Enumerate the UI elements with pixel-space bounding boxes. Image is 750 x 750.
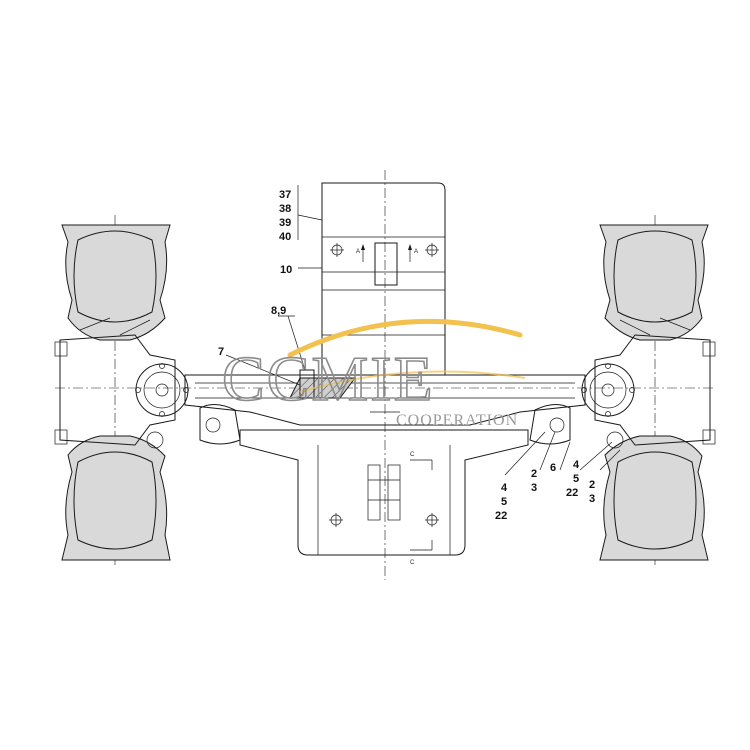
section-mark-c-bottom: C [410, 560, 415, 566]
callout-left-group-3: 3 [531, 482, 537, 494]
watermark: CCMIE COOPERATION [221, 318, 526, 429]
right-upper-tire [599, 224, 709, 341]
callout-right-group-2: 2 [589, 479, 595, 491]
axle-beam [184, 374, 586, 445]
callout-6: 6 [550, 462, 556, 474]
callout-38: 38 [279, 203, 291, 215]
callout-right-group-3: 3 [589, 493, 595, 505]
callout-left-group-5: 5 [501, 496, 507, 508]
callout-left-group-22: 22 [495, 510, 507, 522]
left-steering-knuckle [54, 317, 189, 449]
callout-right-group-5: 5 [573, 473, 579, 485]
section-mark-c-top: C [410, 452, 415, 458]
right-lower-tire [599, 435, 709, 561]
callout-left-group-2: 2 [531, 468, 537, 480]
upper-mount-block [321, 182, 446, 376]
callout-39: 39 [279, 217, 291, 229]
callout-right-group-22: 22 [566, 487, 578, 499]
callout-right-group-4: 4 [573, 459, 580, 471]
watermark-brand: CCMIE [222, 343, 435, 414]
left-upper-tire [61, 224, 171, 341]
callout-left-group-4: 4 [501, 482, 508, 494]
watermark-tagline: COOPERATION [396, 412, 518, 429]
watermark-swoosh [287, 318, 523, 358]
callout-10: 10 [280, 264, 292, 276]
right-steering-knuckle [581, 317, 716, 449]
callout-37: 37 [279, 189, 291, 201]
left-lower-tire [61, 435, 171, 561]
bolt-8-9 [299, 369, 315, 399]
callout-40: 40 [279, 231, 291, 243]
section-mark-a-right: A [414, 249, 418, 255]
section-mark-a-left: A [356, 249, 360, 255]
callout-7: 7 [218, 346, 224, 358]
lower-mount-block [239, 429, 529, 556]
leader-lines [225, 185, 621, 476]
callout-8-9: 8,9 [271, 305, 286, 317]
